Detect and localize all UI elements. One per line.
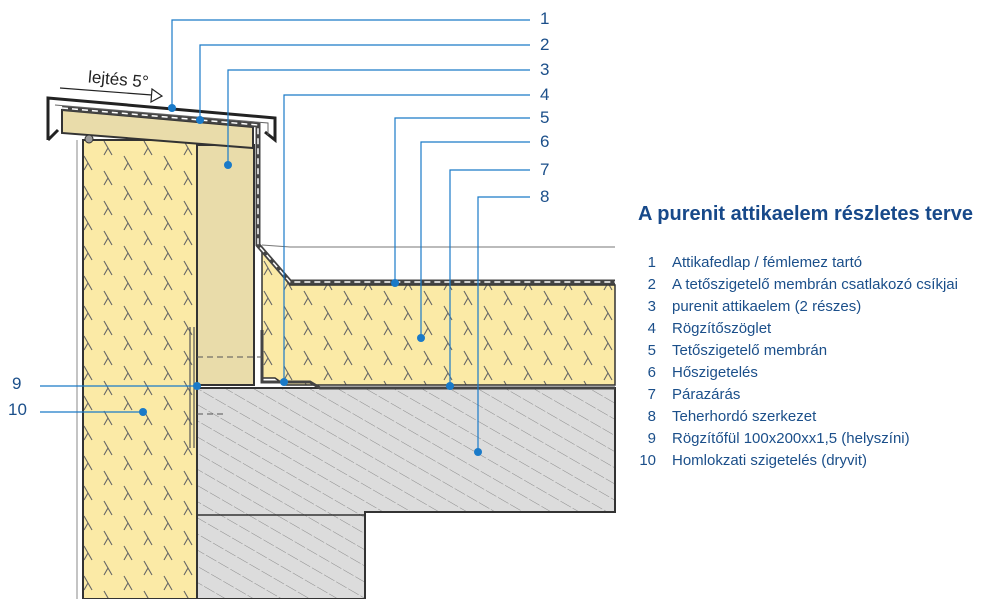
legend-item: 3 purenit attikaelem (2 részes): [636, 296, 996, 318]
facade-insulation: [82, 139, 198, 599]
legend-item: 5 Tetőszigetelő membrán: [636, 340, 996, 362]
callout-9: 9: [12, 374, 22, 393]
callout-10: 10: [8, 400, 27, 419]
legend-item: 9 Rögzítőfül 100x200xx1,5 (helyszíni): [636, 428, 996, 450]
legend-item: 10 Homlokzati szigetelés (dryvit): [636, 450, 996, 472]
legend-number: 5: [647, 342, 656, 359]
callout-7: 7: [540, 160, 550, 179]
callout-2: 2: [540, 35, 550, 54]
legend-number: 8: [647, 408, 656, 425]
legend-item: 8 Teherhordó szerkezet: [636, 406, 996, 428]
legend-item: 2 A tetőszigetelő membrán csatlakozó csík…: [636, 274, 996, 296]
load-bearing-structure: [196, 387, 616, 599]
legend-title: A purenit attikaelem részletes terve: [638, 203, 973, 225]
legend-number: 7: [647, 386, 656, 403]
roof-insulation: [261, 247, 616, 386]
callout-6: 6: [540, 132, 550, 151]
legend-item: 4 Rögzítőszöglet: [636, 318, 996, 340]
legend-number: 4: [647, 320, 656, 337]
legend-text: Tetőszigetelő membrán: [672, 342, 828, 359]
coping-cap: [46, 96, 277, 144]
callout-1: 1: [540, 9, 550, 28]
callout-dots: [139, 104, 482, 456]
legend-number: 10: [639, 452, 656, 469]
vapor-barrier: [260, 330, 615, 390]
legend-item: 7 Párazárás: [636, 384, 996, 406]
legend-text: Hőszigetelés: [672, 364, 758, 381]
legend-text: Rögzítőfül 100x200xx1,5 (helyszíni): [672, 430, 910, 447]
legend-item: 1 Attikafedlap / fémlemez tartó: [636, 252, 996, 274]
legend-text: purenit attikaelem (2 részes): [672, 298, 862, 315]
callout-5: 5: [540, 108, 550, 127]
legend-text: Párazárás: [672, 386, 741, 403]
legend-text: Homlokzati szigetelés (dryvit): [672, 452, 868, 469]
legend: 1 Attikafedlap / fémlemez tartó 2 A tetősz…: [636, 252, 996, 472]
legend-number: 2: [647, 276, 656, 293]
legend-number: 1: [647, 254, 656, 271]
legend-number: 9: [647, 430, 656, 447]
legend-item: 6 Hőszigetelés: [636, 362, 996, 384]
legend-number: 3: [647, 298, 656, 315]
callout-3: 3: [540, 60, 550, 79]
attic-element: [196, 144, 255, 386]
legend-text: Rögzítőszöglet: [672, 320, 772, 337]
legend-text: A tetőszigetelő membrán csatlakozó csíkj…: [672, 276, 958, 293]
callout-8: 8: [540, 187, 550, 206]
slope-arrow: [59, 87, 164, 104]
legend-text: Attikafedlap / fémlemez tartó: [672, 254, 863, 271]
callout-4: 4: [540, 85, 550, 104]
legend-number: 6: [647, 364, 656, 381]
callout-leaders: [40, 19, 530, 452]
legend-text: Teherhordó szerkezet: [672, 408, 817, 425]
